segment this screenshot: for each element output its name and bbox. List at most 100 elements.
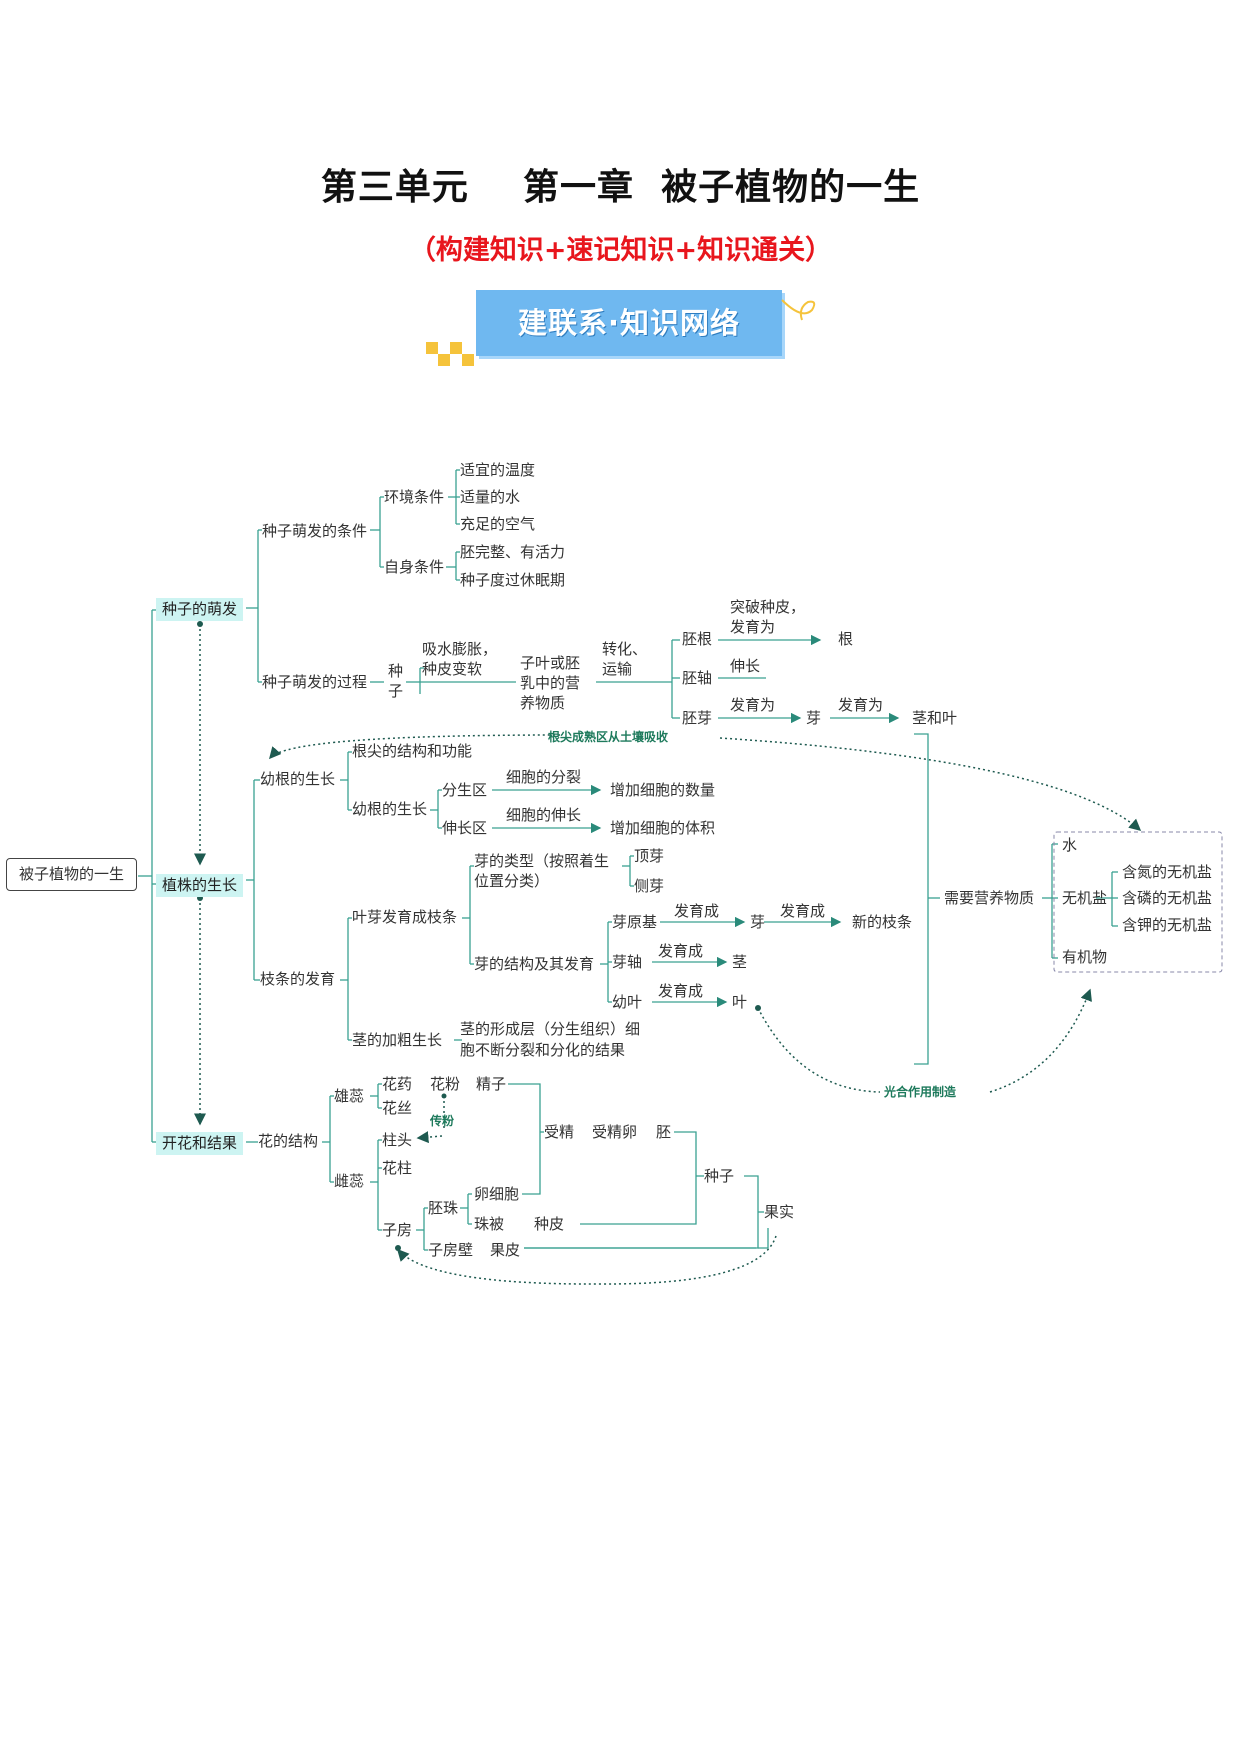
zygote: 受精卵 [592, 1123, 638, 1141]
cell-elongation: 细胞的伸长 [506, 806, 582, 824]
cell-division: 细胞的分裂 [506, 768, 582, 786]
terminal-bud: 顶芽 [634, 847, 665, 865]
radicle-note: 发育为 [730, 618, 776, 636]
self-item: 种子度过休眠期 [460, 571, 566, 589]
bud-type: 位置分类） [474, 872, 550, 890]
env-item: 适宜的温度 [460, 461, 536, 479]
self-item: 胚完整、有活力 [460, 543, 566, 561]
env-conditions: 环境条件 [384, 488, 445, 506]
integument: 珠被 [474, 1215, 505, 1233]
thicken-note: 茎的形成层（分生组织）细 [460, 1020, 641, 1038]
cell-volume: 增加细胞的体积 [610, 819, 716, 837]
root-output: 根 [838, 630, 854, 648]
need-nutrients: 需要营养物质 [944, 889, 1035, 907]
root-growth: 幼根的生长 [352, 800, 428, 818]
nutrient-text: 养物质 [520, 694, 566, 712]
radicle-note: 突破种皮， [730, 598, 806, 616]
page-title: 第三单元 第一章 被子植物的一生 [320, 167, 921, 208]
photosynthesis-note: 光合作用制造 [884, 1085, 957, 1099]
germination-process: 种子萌发的过程 [262, 673, 368, 691]
stem-leaf: 茎和叶 [912, 709, 958, 727]
bud-node: 芽 [750, 913, 766, 931]
meristem-zone: 分生区 [442, 781, 488, 799]
hypocotyl: 胚轴 [682, 669, 713, 687]
pollen: 花粉 [430, 1075, 461, 1093]
bud-primordium: 芽原基 [612, 913, 658, 931]
root-node: 被子植物的一生 [6, 858, 138, 891]
pistil: 雌蕊 [334, 1172, 365, 1190]
root-tip: 根尖的结构和功能 [352, 742, 473, 760]
nutrient-text: 子叶或胚 [520, 654, 581, 672]
sperm: 精子 [476, 1075, 507, 1093]
salt-node: 无机盐 [1062, 889, 1108, 907]
style: 花柱 [382, 1159, 413, 1177]
flower-structure: 花的结构 [258, 1132, 319, 1150]
transform-text: 转化、 [602, 640, 648, 658]
filament: 花丝 [382, 1099, 413, 1117]
ovary: 子房 [382, 1221, 413, 1239]
bud-type: 芽的类型（按照着生 [474, 852, 610, 870]
page-subtitle: （构建知识+速记知识+知识通关） [408, 235, 833, 266]
egg-cell: 卵细胞 [474, 1185, 520, 1203]
branch-flower-fruit: 开花和结果 [156, 1132, 244, 1155]
stem-thickening: 茎的加粗生长 [352, 1031, 443, 1049]
pollination-note: 传粉 [430, 1114, 455, 1128]
bud-structure: 芽的结构及其发育 [474, 955, 595, 973]
env-item: 充足的空气 [460, 515, 536, 533]
branch-development: 枝条的发育 [260, 970, 336, 988]
develop-text: 发育成 [780, 902, 826, 920]
plumule: 胚芽 [682, 709, 713, 727]
organic-node: 有机物 [1062, 948, 1108, 966]
banner-text: 建联系·知识网络 [517, 306, 741, 340]
absorb-note: 根尖成熟区从土壤吸收 [548, 730, 669, 744]
embryo: 胚 [656, 1123, 672, 1141]
develop-text: 发育成 [658, 942, 704, 960]
ovule: 胚珠 [428, 1199, 459, 1217]
seed-char: 子 [388, 682, 404, 700]
fertilization: 受精 [544, 1123, 575, 1141]
germination-conditions: 种子萌发的条件 [262, 522, 368, 540]
absorb-water: 种皮变软 [422, 660, 483, 678]
radicle: 胚根 [682, 630, 713, 648]
thicken-note: 胞不断分裂和分化的结果 [460, 1041, 626, 1059]
checker-decoration [426, 342, 476, 366]
develop-text: 发育为 [730, 696, 776, 714]
section-banner: 建联系·知识网络 [476, 290, 782, 356]
radicle-growth: 幼根的生长 [260, 770, 336, 788]
elongate-text: 伸长 [730, 657, 761, 675]
pericarp: 果皮 [490, 1241, 521, 1259]
seed-node: 种子 [704, 1167, 735, 1185]
branch-seed-germination: 种子的萌发 [156, 598, 244, 621]
lateral-bud: 侧芽 [634, 877, 665, 895]
elongation-zone: 伸长区 [442, 819, 488, 837]
env-item: 适量的水 [460, 488, 521, 506]
young-leaf: 幼叶 [612, 993, 643, 1011]
develop-text: 发育成 [658, 982, 704, 1000]
develop-text: 发育为 [838, 696, 884, 714]
develop-text: 发育成 [674, 902, 720, 920]
seed-char: 种 [388, 662, 404, 680]
self-conditions: 自身条件 [384, 558, 445, 576]
bud-axis: 芽轴 [612, 953, 643, 971]
salt-item: 含钾的无机盐 [1122, 916, 1213, 934]
absorb-water: 吸水膨胀， [422, 640, 498, 658]
fruit-node: 果实 [764, 1203, 795, 1221]
stigma: 柱头 [382, 1131, 413, 1149]
nutrient-text: 乳中的营 [520, 674, 581, 692]
branch-plant-growth: 植株的生长 [156, 874, 244, 897]
anther: 花药 [382, 1075, 413, 1093]
leaf-node: 叶 [732, 993, 748, 1011]
ovary-wall: 子房壁 [428, 1241, 474, 1259]
bud-node: 芽 [806, 709, 822, 727]
transform-text: 运输 [602, 660, 633, 678]
salt-item: 含氮的无机盐 [1122, 863, 1213, 881]
water-node: 水 [1062, 836, 1078, 854]
seed-coat: 种皮 [534, 1215, 565, 1233]
stem-node: 茎 [732, 953, 748, 971]
new-branch: 新的枝条 [852, 913, 913, 931]
stamen: 雄蕊 [334, 1087, 365, 1105]
leafbud-to-branch: 叶芽发育成枝条 [352, 908, 458, 926]
salt-item: 含磷的无机盐 [1122, 889, 1213, 907]
cell-number: 增加细胞的数量 [610, 781, 716, 799]
